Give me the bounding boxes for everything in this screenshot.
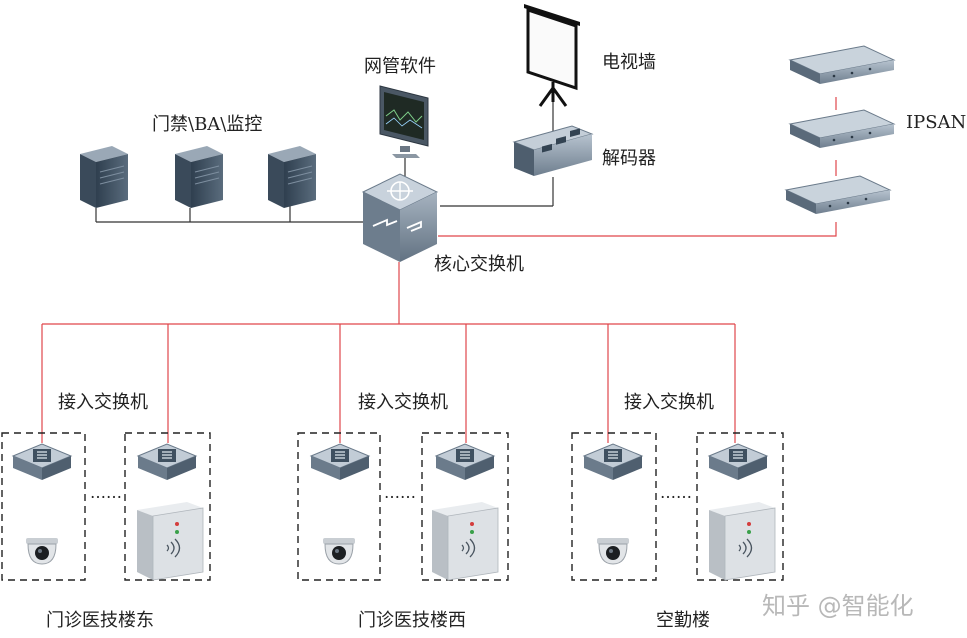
ellipsis-west: …… [384,483,416,502]
ipsan-unit-icon [789,45,895,85]
building-label-west: 门诊医技楼西 [358,610,466,631]
access-switch-icon [583,443,643,481]
ellipsis-east: …… [90,483,122,502]
red-links [41,97,837,443]
camera-icon [25,537,59,565]
core-switch-label: 核心交换机 [434,254,524,275]
black-links [95,100,554,223]
access-switch-icon [12,443,72,481]
group-crew-a [571,432,657,581]
card-reader-icon [708,501,776,581]
access-switch-label-1: 接入交换机 [58,392,148,413]
camera-icon [322,537,356,565]
access-switch-icon [708,443,768,481]
network-software-label: 网管软件 [364,56,436,77]
group-east-a [1,432,86,581]
ipsan-link [438,222,837,237]
ellipsis-crew: …… [660,483,692,502]
core-switch-icon [361,173,439,262]
monitor-icon [379,85,429,158]
access-switch-icon [137,443,197,481]
dashed-groups [1,432,784,581]
video-wall-label: 电视墙 [602,52,656,73]
access-switch-label-3: 接入交换机 [624,392,714,413]
access-switch-label-2: 接入交换机 [358,392,448,413]
camera-icon [596,537,630,565]
ipsan-label: IPSAN [906,112,967,133]
watermark-text: 知乎 @智能化 [762,592,914,620]
ipsan-unit-icon [789,109,895,149]
server-icon [79,145,129,209]
decoder-icon [512,125,594,176]
access-ba-monitor-label: 门禁\BA\监控 [152,114,263,135]
card-reader-icon [136,501,204,581]
group-west-b [421,432,509,581]
building-label-east: 门诊医技楼东 [46,610,154,631]
group-east-b [124,432,211,581]
group-crew-b [696,432,784,581]
access-switch-icon [310,443,370,481]
card-reader-icon [431,501,499,581]
server-icon [174,145,224,209]
ipsan-unit-icon [785,175,891,215]
access-switch-icon [435,443,495,481]
building-label-crew: 空勤楼 [656,610,710,631]
server-icon [267,145,317,209]
video-wall-icon [524,4,580,107]
decoder-label: 解码器 [602,148,656,169]
group-west-a [297,432,381,581]
